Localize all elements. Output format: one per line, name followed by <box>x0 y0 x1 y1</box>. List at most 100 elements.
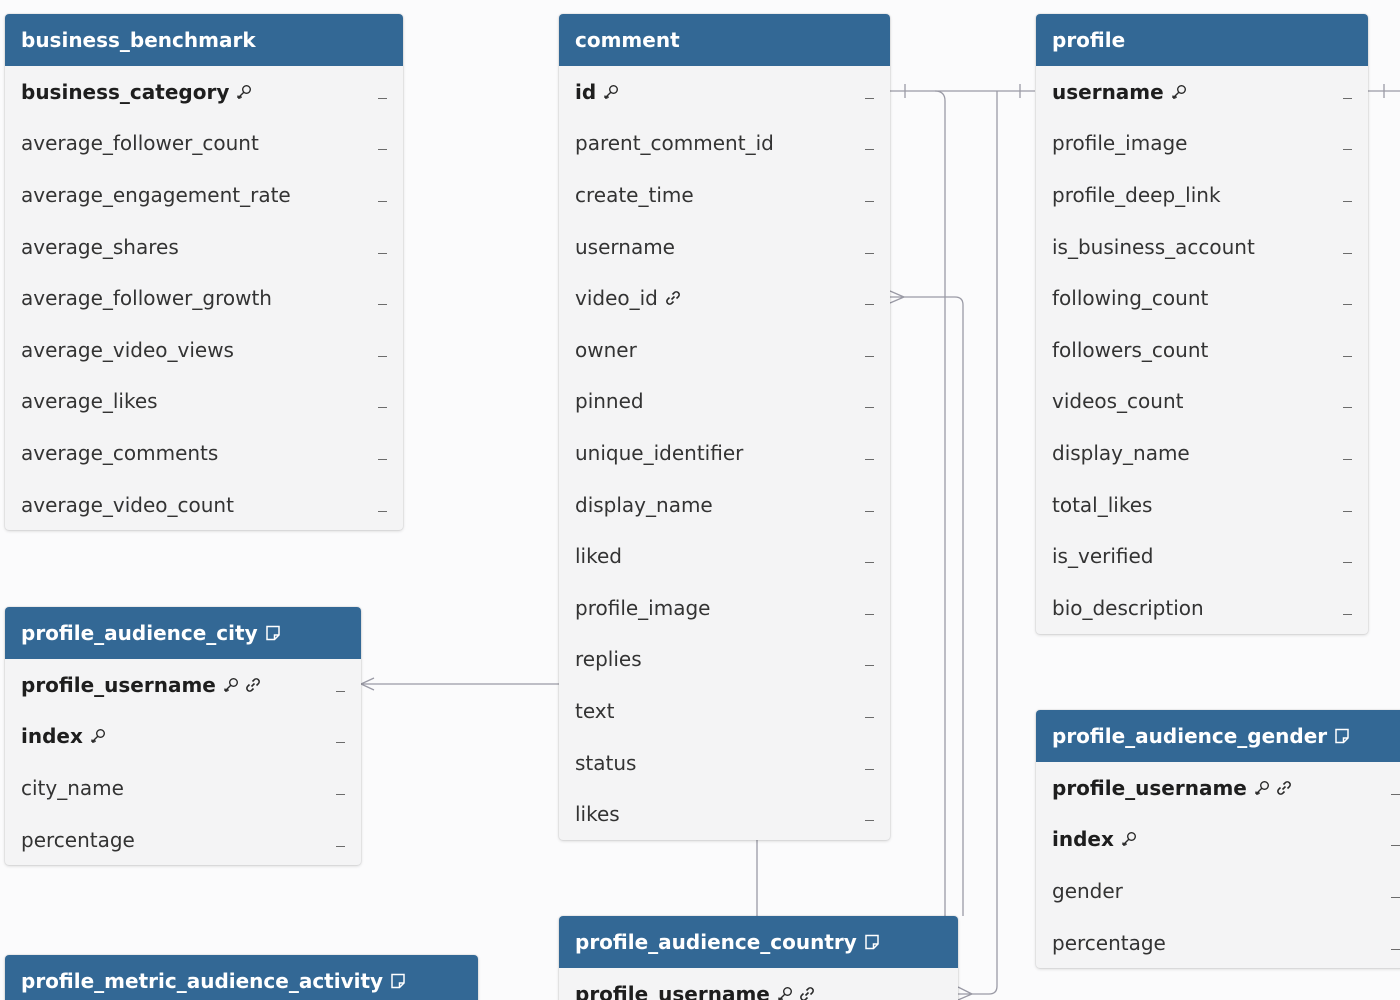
column-row[interactable]: text <box>559 685 890 737</box>
table-header[interactable]: profile_audience_country <box>559 916 958 968</box>
column-type-placeholder <box>865 407 874 409</box>
column-row[interactable]: display_name <box>559 479 890 531</box>
table-header[interactable]: business_benchmark <box>5 14 403 66</box>
column-type-placeholder <box>865 613 874 615</box>
column-row[interactable]: owner <box>559 324 890 376</box>
table-title: profile_audience_city <box>21 621 258 645</box>
column-name: text <box>575 698 615 723</box>
table-header[interactable]: profile <box>1036 14 1368 66</box>
column-row[interactable]: profile_deep_link <box>1036 169 1368 221</box>
column-row[interactable]: likes <box>559 788 890 840</box>
column-row[interactable]: average_comments <box>5 427 403 479</box>
column-row[interactable]: is_business_account <box>1036 221 1368 273</box>
column-row[interactable]: profile_username <box>559 968 958 1000</box>
column-row[interactable]: create_time <box>559 169 890 221</box>
column-name: username <box>1052 79 1164 104</box>
column-row[interactable]: following_count <box>1036 272 1368 324</box>
table-title: comment <box>575 28 680 52</box>
column-row[interactable]: city_name <box>5 762 361 814</box>
column-type-placeholder <box>1343 510 1352 512</box>
column-type-placeholder <box>378 458 387 460</box>
table-profile-metric-audience-activity[interactable]: profile_metric_audience_activity <box>5 955 478 1000</box>
column-row[interactable]: index <box>1036 814 1400 866</box>
column-row[interactable]: id <box>559 66 890 118</box>
column-name: profile_image <box>1052 131 1188 156</box>
column-row[interactable]: display_name <box>1036 427 1368 479</box>
column-row[interactable]: gender <box>1036 865 1400 917</box>
column-name: owner <box>575 337 637 362</box>
column-key-icons <box>222 676 262 694</box>
column-row[interactable]: average_video_views <box>5 324 403 376</box>
column-row[interactable]: average_video_count <box>5 479 403 531</box>
table-profile[interactable]: profile username profile_image profile_deep… <box>1036 14 1368 634</box>
column-name: liked <box>575 544 622 569</box>
table-header[interactable]: comment <box>559 14 890 66</box>
column-row[interactable]: business_category <box>5 66 403 118</box>
column-row[interactable]: username <box>1036 66 1368 118</box>
table-header[interactable]: profile_audience_city <box>5 607 361 659</box>
table-header[interactable]: profile_metric_audience_activity <box>5 955 478 1000</box>
foreign-key-icon <box>245 677 260 692</box>
column-type-placeholder <box>1391 896 1400 898</box>
column-row[interactable]: percentage <box>5 814 361 866</box>
column-row[interactable]: parent_comment_id <box>559 118 890 170</box>
column-type-placeholder <box>378 407 387 409</box>
column-type-placeholder <box>1343 304 1352 306</box>
note-icon[interactable] <box>389 972 407 990</box>
table-title: profile <box>1052 28 1126 52</box>
table-header[interactable]: profile_audience_gender <box>1036 710 1400 762</box>
column-row[interactable]: liked <box>559 530 890 582</box>
column-row[interactable]: username <box>559 221 890 273</box>
column-row[interactable]: profile_username <box>5 659 361 711</box>
column-row[interactable]: average_follower_growth <box>5 272 403 324</box>
column-row[interactable]: followers_count <box>1036 324 1368 376</box>
primary-key-icon <box>237 84 252 99</box>
column-row[interactable]: profile_image <box>1036 118 1368 170</box>
table-title: business_benchmark <box>21 28 256 52</box>
column-name: display_name <box>1052 440 1190 465</box>
column-row[interactable]: percentage <box>1036 917 1400 969</box>
column-name: percentage <box>21 827 135 852</box>
column-row[interactable]: bio_description <box>1036 582 1368 634</box>
column-row[interactable]: profile_image <box>559 582 890 634</box>
column-row[interactable]: pinned <box>559 376 890 428</box>
column-row[interactable]: average_engagement_rate <box>5 169 403 221</box>
column-row[interactable]: average_likes <box>5 376 403 428</box>
column-row[interactable]: average_follower_count <box>5 118 403 170</box>
column-type-placeholder <box>378 252 387 254</box>
column-type-placeholder <box>336 845 345 847</box>
column-type-placeholder <box>1343 613 1352 615</box>
table-profile-audience-country[interactable]: profile_audience_country profile_username <box>559 916 958 1000</box>
column-row[interactable]: replies <box>559 634 890 686</box>
column-type-placeholder <box>865 510 874 512</box>
link-country-crow <box>957 986 974 1000</box>
column-row[interactable]: video_id <box>559 272 890 324</box>
column-type-placeholder <box>1343 200 1352 202</box>
column-name: percentage <box>1052 930 1166 955</box>
table-title: profile_audience_gender <box>1052 724 1328 748</box>
note-icon[interactable] <box>1333 727 1351 745</box>
table-title: profile_metric_audience_activity <box>21 969 384 993</box>
column-row[interactable]: total_likes <box>1036 479 1368 531</box>
note-icon[interactable] <box>264 624 282 642</box>
column-name: average_comments <box>21 440 219 465</box>
primary-key-icon <box>1255 780 1269 795</box>
column-row[interactable]: status <box>559 737 890 789</box>
column-name: replies <box>575 647 642 672</box>
column-row[interactable]: videos_count <box>1036 376 1368 428</box>
column-name: profile_username <box>575 981 770 1000</box>
column-type-placeholder <box>865 304 874 306</box>
column-row[interactable]: average_shares <box>5 221 403 273</box>
link-profile-country <box>958 91 998 995</box>
column-row[interactable]: is_verified <box>1036 530 1368 582</box>
column-row[interactable]: profile_username <box>1036 762 1400 814</box>
column-row[interactable]: unique_identifier <box>559 427 890 479</box>
column-row[interactable]: index <box>5 711 361 763</box>
note-icon[interactable] <box>863 933 881 951</box>
